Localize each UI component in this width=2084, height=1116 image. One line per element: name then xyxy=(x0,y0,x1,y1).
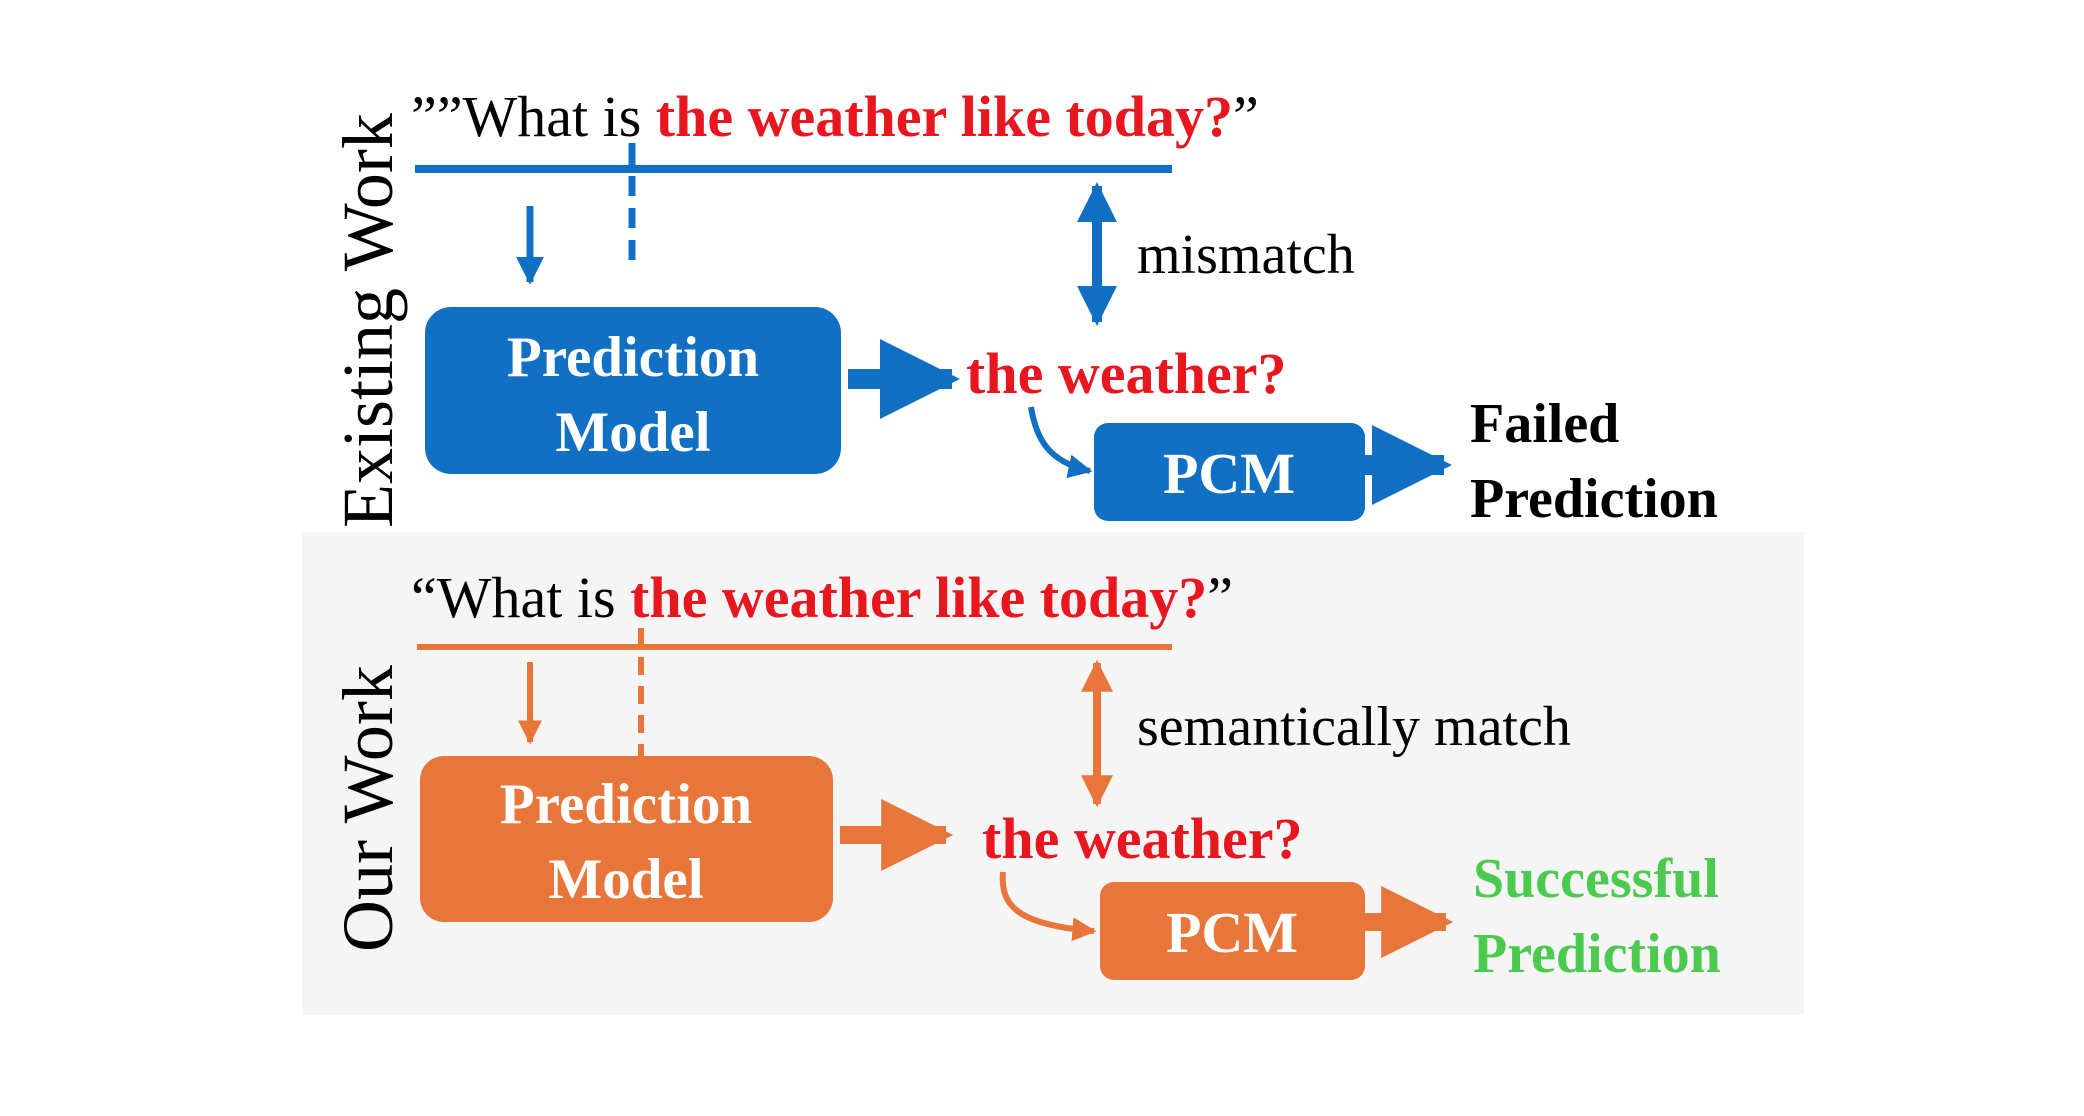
ours-query-prefix: “What is xyxy=(411,565,630,630)
ours-result-line1: Successful xyxy=(1473,848,1719,910)
existing-to-pcm-arrow xyxy=(1028,406,1093,479)
existing-query: ””What is the weather like today?” xyxy=(411,84,1259,149)
existing-query-suffix: ” xyxy=(1233,84,1259,149)
existing-pcm-box: PCM xyxy=(1094,423,1365,521)
ours-query: “What is the weather like today?” xyxy=(411,565,1233,630)
existing-pcm-label: PCM xyxy=(1163,441,1295,506)
ours-query-highlight: the weather like today? xyxy=(630,565,1207,630)
existing-prediction-model-box: Prediction Model xyxy=(425,307,841,474)
existing-section-label: Existing Work xyxy=(328,113,408,528)
ours-model-label-line2: Model xyxy=(548,848,703,911)
ours-model-label-line1: Prediction xyxy=(500,773,752,836)
existing-work-section: Existing Work ””What is the weather like… xyxy=(328,84,1718,530)
ours-pcm-box: PCM xyxy=(1100,882,1365,980)
ours-relation-label: semantically match xyxy=(1137,696,1571,758)
ours-to-pcm-arrow xyxy=(999,871,1097,942)
existing-query-prefix: ””What is xyxy=(411,84,656,149)
existing-relation-label: mismatch xyxy=(1137,224,1355,286)
our-work-section: Our Work “What is the weather like today… xyxy=(328,565,1721,985)
existing-result-line2: Prediction xyxy=(1470,468,1718,530)
existing-result-line1: Failed xyxy=(1470,393,1619,455)
existing-model-label-line1: Prediction xyxy=(507,326,759,389)
ours-prediction-model-box: Prediction Model xyxy=(420,756,833,922)
existing-model-label-line2: Model xyxy=(555,401,710,464)
existing-query-highlight: the weather like today? xyxy=(656,84,1233,149)
existing-prediction-text: the weather? xyxy=(966,341,1287,406)
ours-result-line2: Prediction xyxy=(1473,923,1721,985)
ours-section-label: Our Work xyxy=(328,665,408,952)
ours-pcm-label: PCM xyxy=(1166,900,1298,965)
ours-query-suffix: ” xyxy=(1207,565,1233,630)
ours-prediction-text: the weather? xyxy=(982,806,1303,871)
